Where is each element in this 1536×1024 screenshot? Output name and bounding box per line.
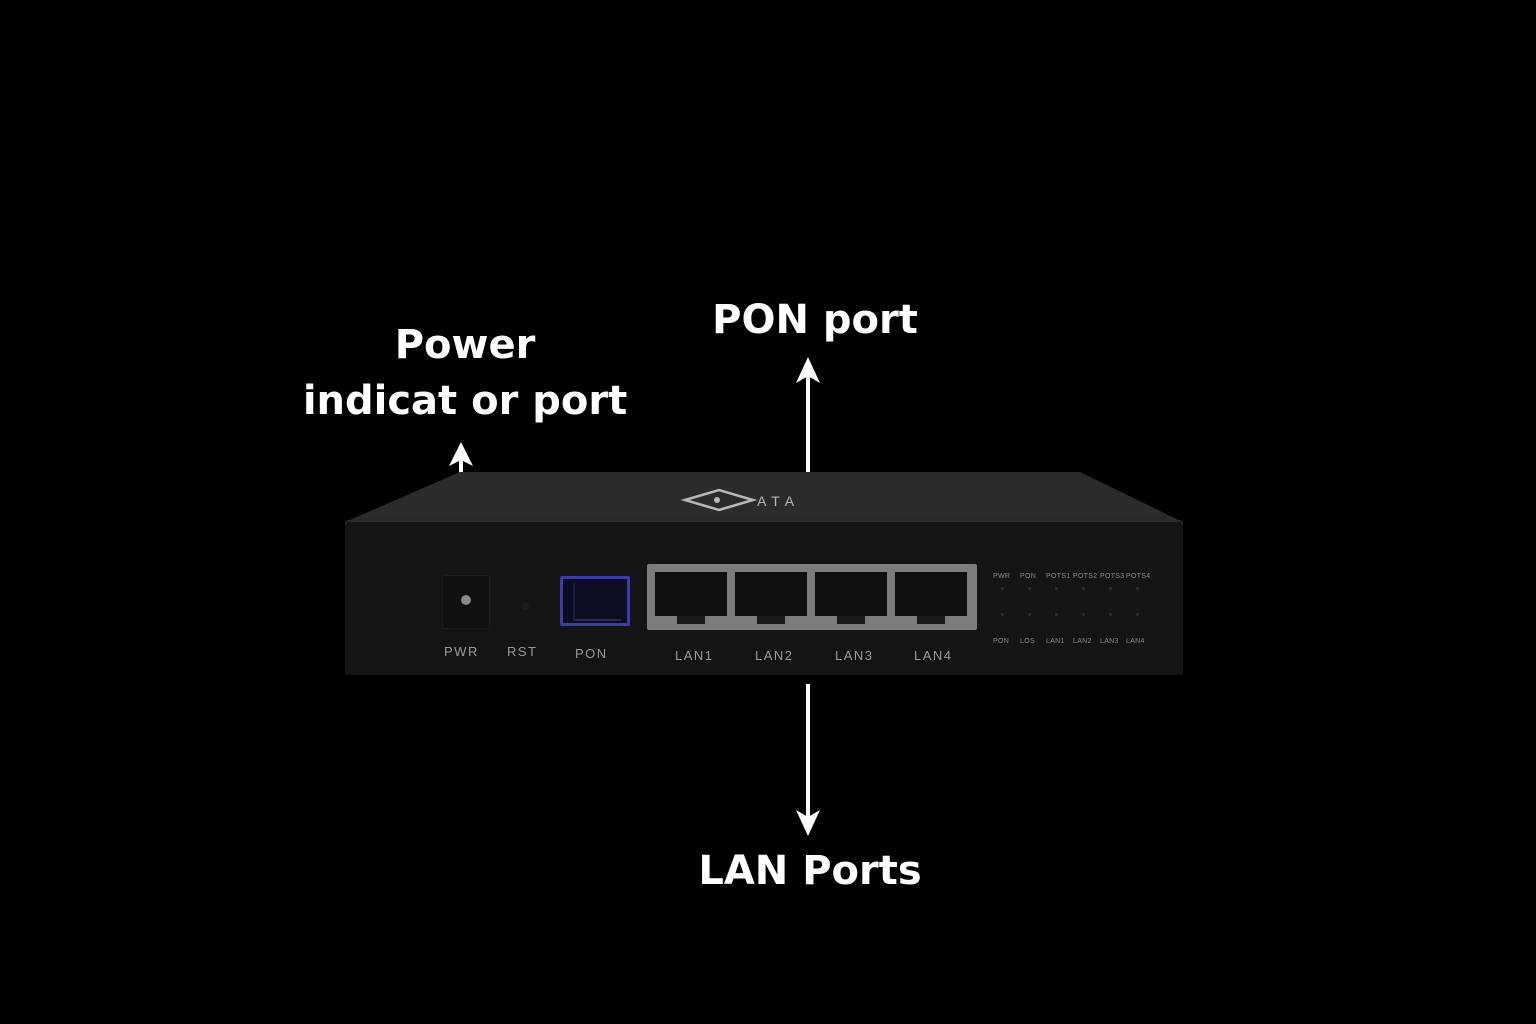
led xyxy=(1082,613,1085,616)
led-label-top: POTS1 xyxy=(1046,573,1071,580)
brand-logo-text: ATA xyxy=(757,493,800,509)
led xyxy=(1001,587,1004,590)
lan2-port-text: LAN2 xyxy=(755,648,794,663)
lan-ports-label: LAN Ports xyxy=(698,848,922,894)
led-label-bottom: LOS xyxy=(1020,638,1035,645)
power-indicator-label: Power indicat or port xyxy=(300,320,630,426)
led xyxy=(1001,613,1004,616)
led-label-bottom: LAN2 xyxy=(1073,638,1092,645)
led-label-top: POTS4 xyxy=(1126,573,1151,580)
lan-jack-2 xyxy=(735,572,807,624)
led-label-top: POTS2 xyxy=(1073,573,1098,580)
led-label-bottom: LAN3 xyxy=(1100,638,1119,645)
reset-hole xyxy=(521,602,529,610)
lan1-port-text: LAN1 xyxy=(675,648,714,663)
lan-jack-1 xyxy=(655,572,727,624)
lan4-port-text: LAN4 xyxy=(914,648,953,663)
pon-port-text: PON xyxy=(575,646,608,661)
lan-port-block xyxy=(647,564,977,630)
pon-port-label: PON port xyxy=(712,297,918,343)
led xyxy=(1055,587,1058,590)
rst-port-text: RST xyxy=(507,644,538,659)
lan3-port-text: LAN3 xyxy=(835,648,874,663)
led xyxy=(1136,587,1139,590)
pon-port xyxy=(560,576,630,626)
pwr-port-text: PWR xyxy=(444,644,479,659)
led-indicator-panel: PWR PON POTS1 POTS2 POTS3 POTS4 PON LOS … xyxy=(993,573,1158,648)
lan-arrow-icon xyxy=(796,684,820,836)
power-jack xyxy=(442,575,490,629)
power-pin xyxy=(461,595,471,605)
ont-device: ATA PWR RST PON LAN1 LAN2 LAN3 LAN4 PWR … xyxy=(345,470,1185,680)
led xyxy=(1028,613,1031,616)
brand-logo-icon: ATA xyxy=(681,488,800,512)
device-front-panel: PWR RST PON LAN1 LAN2 LAN3 LAN4 PWR PON … xyxy=(345,520,1183,675)
power-label-line2: indicat or port xyxy=(302,378,628,424)
power-label-line1: Power xyxy=(394,322,536,368)
led-label-bottom: LAN1 xyxy=(1046,638,1065,645)
led xyxy=(1109,613,1112,616)
led xyxy=(1028,587,1031,590)
led-label-top: PWR xyxy=(993,573,1011,580)
led xyxy=(1055,613,1058,616)
led-label-bottom: LAN4 xyxy=(1126,638,1145,645)
led-label-top: PON xyxy=(1020,573,1037,580)
led xyxy=(1136,613,1139,616)
led-label-top: POTS3 xyxy=(1100,573,1125,580)
lan-jack-4 xyxy=(895,572,967,624)
led xyxy=(1109,587,1112,590)
lan-jack-3 xyxy=(815,572,887,624)
led xyxy=(1082,587,1085,590)
led-label-bottom: PON xyxy=(993,638,1010,645)
